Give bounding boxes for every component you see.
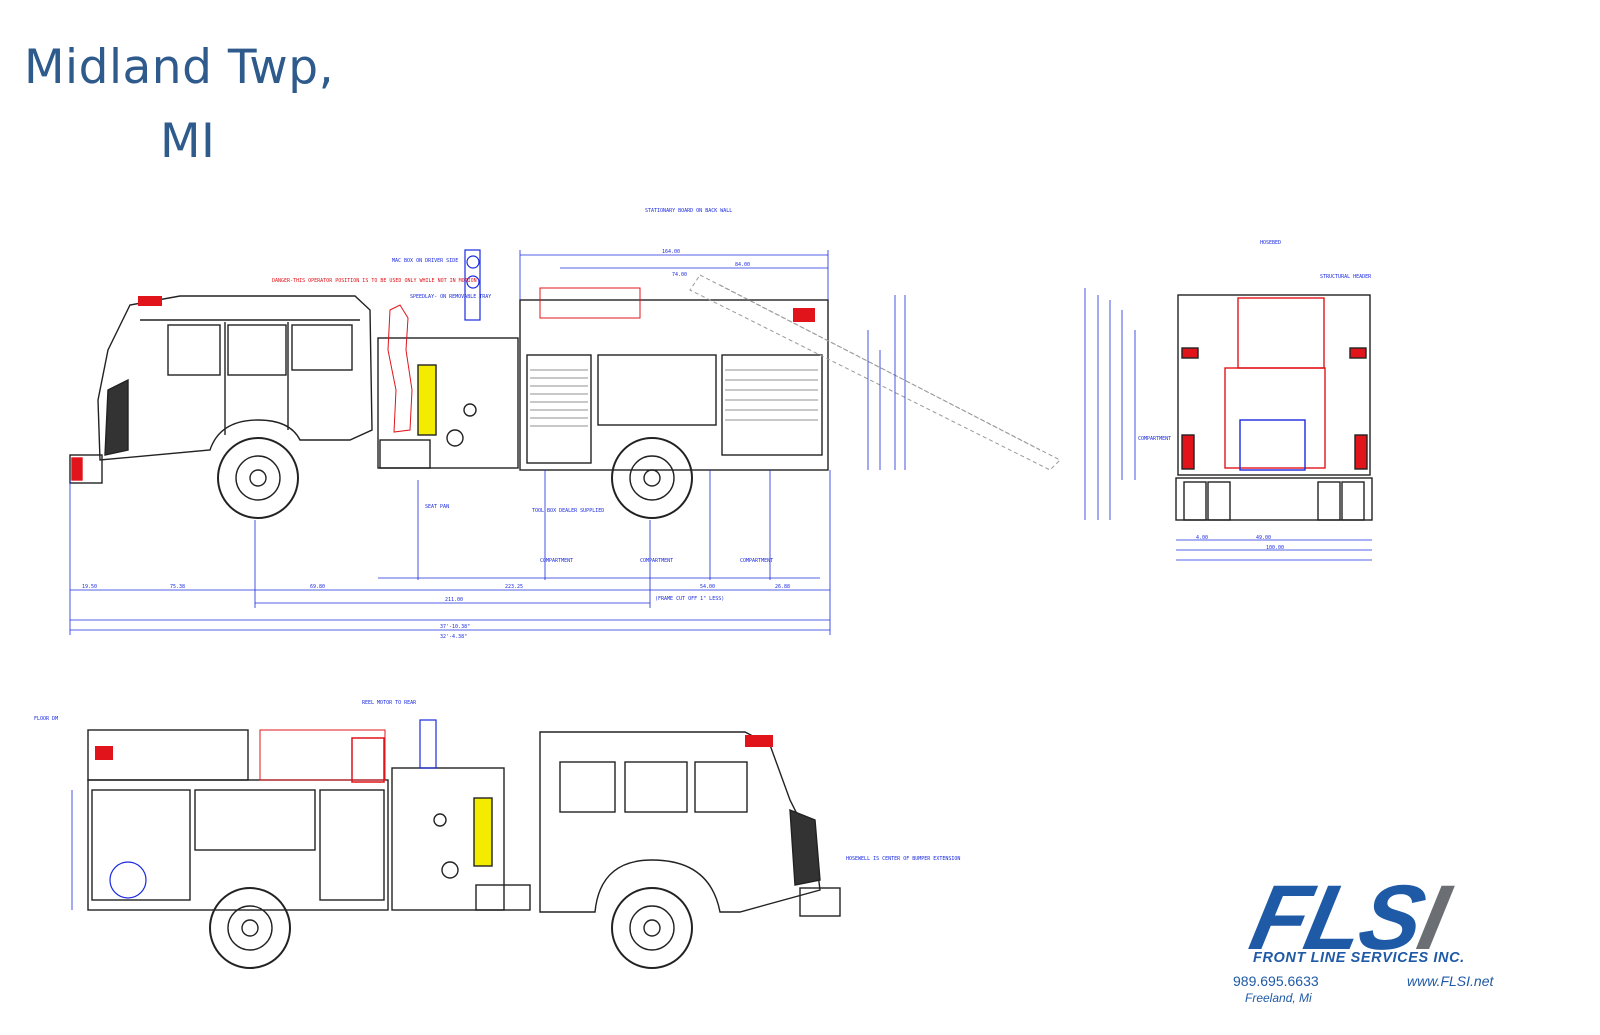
hosebed-label: HOSEBED bbox=[1260, 240, 1281, 246]
mac-box-label: MAC BOX ON DRIVER SIDE bbox=[392, 258, 458, 264]
dim-2: 75.38 bbox=[170, 584, 185, 590]
dim-6: 26.88 bbox=[775, 584, 790, 590]
compartment-label-3: COMPARTMENT bbox=[740, 558, 773, 564]
side-view-truck bbox=[69, 295, 829, 519]
dim-7: 164.00 bbox=[662, 249, 680, 255]
stationary-board-label: STATIONARY BOARD ON BACK WALL bbox=[645, 208, 732, 214]
danger-note-label: DANGER-THIS OPERATOR POSITION IS TO BE U… bbox=[272, 278, 477, 284]
dim-1: 19.50 bbox=[82, 584, 97, 590]
rear-width-1: 49.00 bbox=[1256, 535, 1271, 541]
logo-website: www.FLSI.net bbox=[1407, 973, 1494, 989]
compartment-label-1: COMPARTMENT bbox=[540, 558, 573, 564]
rear-compartment-label: COMPARTMENT bbox=[1138, 436, 1171, 442]
logo-phone: 989.695.6633 bbox=[1233, 973, 1319, 989]
dim-8: 84.00 bbox=[735, 262, 750, 268]
speedlay-label: SPEEDLAY- ON REMOVABLE TRAY bbox=[410, 294, 491, 300]
rear-dim-1: 4.00 bbox=[1196, 535, 1208, 541]
logo-location: Freeland, Mi bbox=[1245, 991, 1312, 1005]
wheelbase-dim: 211.00 bbox=[445, 597, 463, 603]
flsi-logo: FLSI FRONT LINE SERVICES INC. 989.695.66… bbox=[1233, 867, 1535, 1028]
tool-box-label: TOOL BOX DEALER SUPPLIED bbox=[532, 508, 604, 514]
compartment-label-2: COMPARTMENT bbox=[640, 558, 673, 564]
structural-header-label: STRUCTURAL HEADER bbox=[1320, 274, 1372, 280]
overall-length-1: 37'-10.38" bbox=[440, 624, 470, 630]
dim-4: 223.25 bbox=[505, 584, 523, 590]
seat-pan-label: SEAT PAN bbox=[425, 504, 449, 510]
overall-length-2: 32'-4.38" bbox=[440, 634, 467, 640]
dim-9: 74.00 bbox=[672, 272, 687, 278]
dim-5: 54.00 bbox=[700, 584, 715, 590]
page-title-line2: MI bbox=[160, 114, 216, 169]
logo-company-name: FRONT LINE SERVICES INC. bbox=[1253, 950, 1465, 966]
frame-cut-label: (FRAME CUT OFF 1" LESS) bbox=[655, 596, 724, 602]
dim-3: 69.80 bbox=[310, 584, 325, 590]
hosewell-label: HOSEWELL IS CENTER OF BUMPER EXTENSION bbox=[846, 856, 960, 862]
floor-dm-label: FLOOR DM bbox=[34, 716, 58, 722]
rear-width-2: 100.00 bbox=[1266, 545, 1284, 551]
reel-motor-label: REEL MOTOR TO REAR bbox=[362, 700, 417, 706]
page-title-line1: Midland Twp, bbox=[24, 40, 335, 95]
